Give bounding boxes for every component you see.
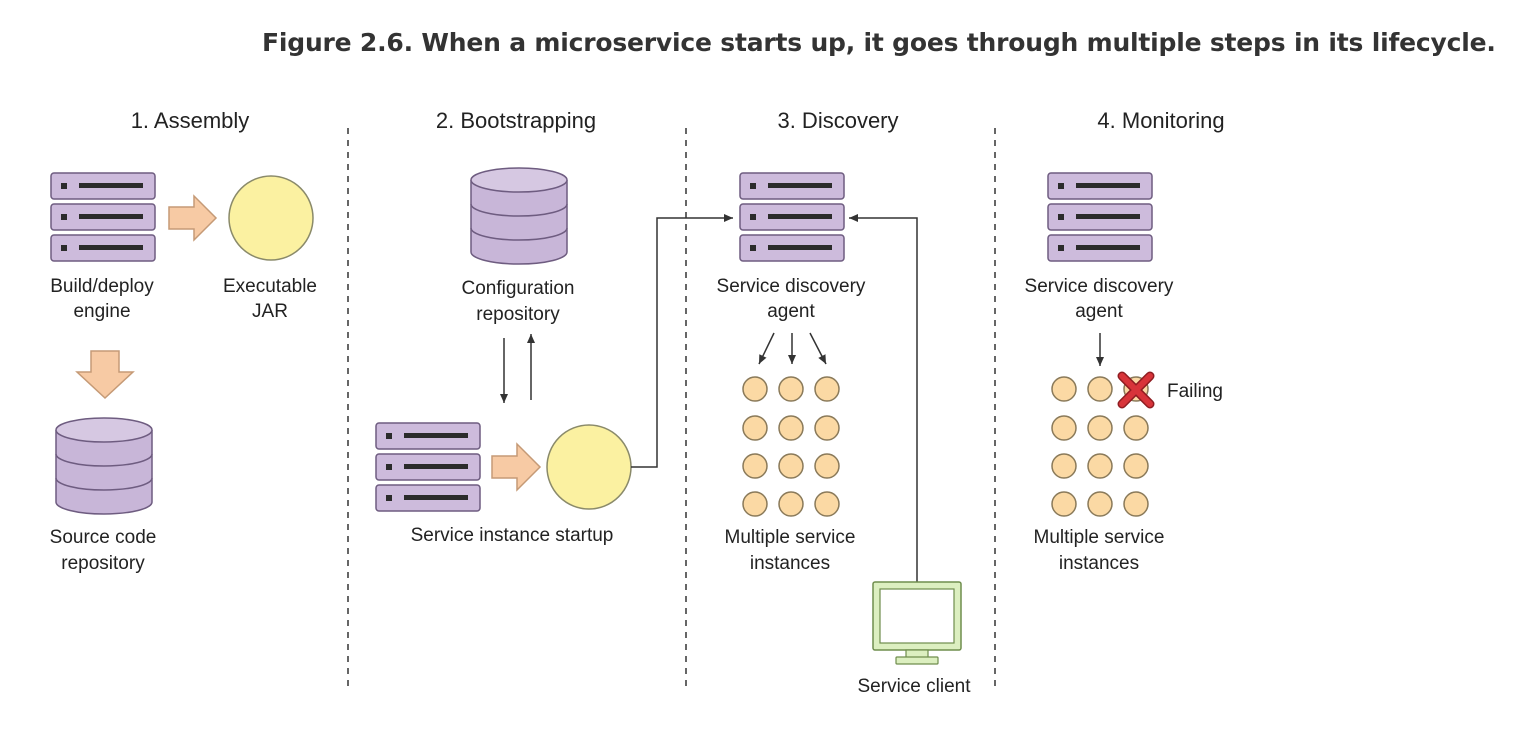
discovery-instance-grid: [742, 376, 840, 517]
service-instance-icon: [742, 453, 768, 479]
register-connector: [631, 214, 733, 468]
server-stack-icon: [375, 422, 481, 512]
monitoring-instances-label-1: Multiple service: [1034, 527, 1165, 548]
config-repo-label-1: Configuration: [461, 278, 574, 299]
service-instance-icon: [742, 415, 768, 441]
server-stack-icon: [50, 172, 156, 262]
service-instance-icon: [814, 453, 840, 479]
discovery-instances-label-1: Multiple service: [725, 527, 856, 548]
source-repo-label-2: repository: [61, 553, 145, 574]
database-icon: [55, 417, 153, 515]
service-instance-icon: [1123, 491, 1149, 517]
service-instance-icon: [1051, 376, 1077, 402]
executable-label-1: Executable: [223, 276, 317, 297]
build-engine-label-1: Build/deploy: [50, 276, 154, 297]
service-instance-icon: [1051, 415, 1077, 441]
failing-label: Failing: [1167, 381, 1223, 402]
discovery-agent-label-2: agent: [767, 301, 815, 322]
build-engine-label-2: engine: [73, 301, 130, 322]
heading-monitoring: 4. Monitoring: [1097, 108, 1224, 133]
executable-label-2: JAR: [252, 301, 288, 322]
block-arrow-down-icon: [75, 350, 135, 400]
monitoring-agent-label-2: agent: [1075, 301, 1123, 322]
heading-discovery: 3. Discovery: [777, 108, 898, 133]
fanout-arrow-left: [758, 332, 775, 365]
service-instance-icon: [1087, 453, 1113, 479]
service-client-label: Service client: [858, 676, 972, 697]
service-instance-icon: [1123, 453, 1149, 479]
heading-bootstrapping: 2. Bootstrapping: [436, 108, 596, 133]
service-instance-icon: [1123, 415, 1149, 441]
monitoring-instances-label-2: instances: [1059, 553, 1139, 574]
executable-jar-icon: [546, 424, 632, 510]
executable-jar-icon: [228, 175, 314, 261]
discovery-instances-label-2: instances: [750, 553, 830, 574]
service-instance-icon: [778, 453, 804, 479]
service-instance-icon: [778, 376, 804, 402]
service-instance-icon: [1051, 453, 1077, 479]
service-instance-icon: [742, 376, 768, 402]
block-arrow-icon: [168, 194, 218, 242]
service-instance-icon: [778, 415, 804, 441]
service-instance-icon: [1087, 415, 1113, 441]
heading-assembly: 1. Assembly: [131, 108, 250, 133]
source-repo-label-1: Source code: [50, 527, 157, 548]
server-stack-icon: [1047, 172, 1153, 262]
red-x-icon: [1117, 371, 1155, 409]
service-instance-icon: [814, 415, 840, 441]
config-repo-label-2: repository: [476, 304, 560, 325]
fanout-arrow-right: [809, 332, 827, 365]
service-instance-icon: [1087, 376, 1113, 402]
monitor-icon: [872, 581, 962, 665]
service-instance-icon: [742, 491, 768, 517]
monitoring-agent-label-1: Service discovery: [1025, 276, 1174, 297]
service-instance-icon: [1051, 491, 1077, 517]
service-instance-icon: [778, 491, 804, 517]
discovery-agent-label-1: Service discovery: [717, 276, 866, 297]
figure-title: Figure 2.6. When a microservice starts u…: [262, 28, 1496, 57]
startup-label: Service instance startup: [411, 525, 614, 546]
block-arrow-icon: [491, 442, 542, 492]
service-instance-icon: [814, 491, 840, 517]
client-lookup-connector: [849, 214, 918, 582]
service-instance-icon: [814, 376, 840, 402]
server-stack-icon: [739, 172, 845, 262]
database-icon: [470, 167, 568, 265]
service-instance-icon: [1087, 491, 1113, 517]
